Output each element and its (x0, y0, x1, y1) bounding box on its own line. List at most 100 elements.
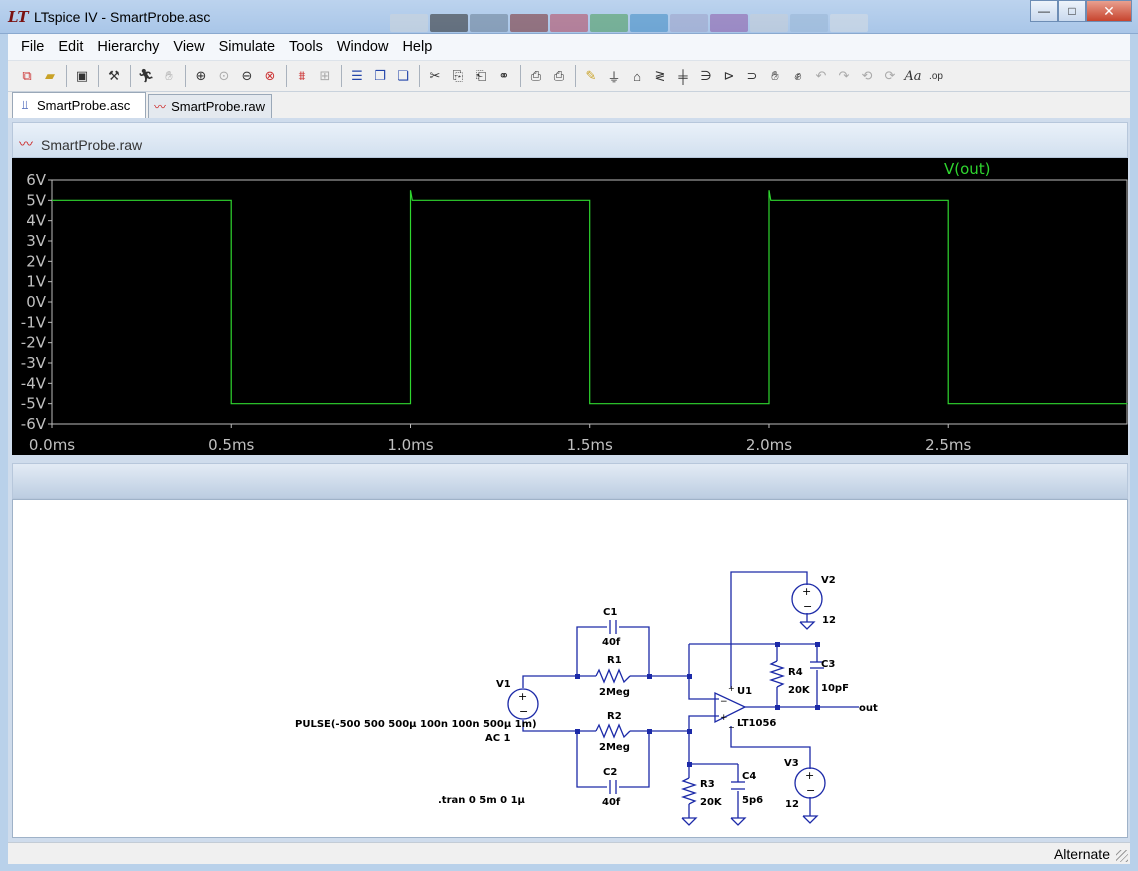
trace-label[interactable]: V(out) (944, 160, 991, 178)
print-setup-icon[interactable]: ⎙ (530, 68, 542, 83)
toolbar: ⧉ ▰ ▣ ⚒ 🏃︎ ✋︎ ⊕ ⊙ ⊖ ⊗ ⩩ ⊞ ☰ ❐ ❏ ✂ ⎘ ⎗ ⚭ … (8, 60, 1130, 92)
menu-file[interactable]: File (21, 39, 45, 55)
toolbar-separator (575, 65, 576, 87)
r1-value: 2Meg (599, 687, 630, 698)
control-panel-icon[interactable]: ⚒ (108, 68, 120, 83)
c4-name: C4 (742, 771, 756, 782)
schematic-svg[interactable]: +− +− +− −+ +− C1 40f R1 2Meg R2 2Meg C2… (13, 500, 1127, 837)
open-icon[interactable]: ▰ (45, 68, 55, 83)
menu-hierarchy[interactable]: Hierarchy (97, 39, 160, 55)
y-tick-label: 1V (26, 273, 47, 291)
menu-edit[interactable]: Edit (58, 39, 84, 55)
menu-tools[interactable]: Tools (289, 39, 323, 55)
tile-horizontal-icon[interactable]: ☰ (351, 68, 363, 83)
u1-model: LT1056 (737, 718, 776, 729)
run-icon[interactable]: 🏃︎ (137, 68, 155, 83)
svg-text:−: − (728, 723, 735, 732)
window-title: LTspice IV - SmartProbe.asc (34, 9, 211, 25)
component-icon[interactable]: ⊃ (746, 68, 758, 83)
mirror-icon[interactable]: ⟳ (884, 68, 896, 83)
c3-name: C3 (821, 659, 835, 670)
zoom-fit-icon[interactable]: ⊙ (218, 68, 230, 83)
menu-view[interactable]: View (173, 39, 205, 55)
x-tick-label: 1.5ms (567, 436, 613, 454)
spice-directive-icon[interactable]: .op (929, 70, 943, 82)
undo-icon[interactable]: ↶ (815, 68, 827, 83)
redo-icon[interactable]: ↷ (838, 68, 850, 83)
trace-v-out (52, 190, 1128, 405)
menu-window[interactable]: Window (336, 39, 389, 55)
y-tick-label: 2V (26, 252, 47, 270)
move-icon[interactable]: ✋︎ (771, 68, 779, 83)
r4-value: 20K (788, 685, 811, 696)
v1-spec: PULSE(-500 500 500µ 100n 100n 500µ 1m) (295, 719, 537, 730)
resize-grip-icon[interactable] (1116, 850, 1128, 862)
x-tick-label: 0.5ms (208, 436, 254, 454)
x-tick-label: 0.0ms (29, 436, 75, 454)
autorange-icon[interactable]: ⩩ (298, 68, 306, 83)
tab-label: SmartProbe.raw (171, 99, 265, 114)
label-net-icon[interactable]: ⌂ (633, 68, 641, 84)
svg-text:+: + (720, 713, 728, 723)
draw-wire-icon[interactable]: ✎ (585, 68, 597, 83)
u1-name: U1 (737, 686, 752, 697)
resistor-icon[interactable]: ≷ (654, 68, 666, 83)
print-icon[interactable]: ⎙ (553, 68, 565, 83)
ground-icon[interactable]: ⏚ (607, 69, 621, 85)
inductor-icon[interactable]: ∋ (700, 68, 712, 83)
svg-text:−: − (720, 697, 728, 707)
x-tick-label: 1.0ms (387, 436, 433, 454)
junction-dots (575, 642, 820, 767)
component-labels: C1 40f R1 2Meg R2 2Meg C2 40f V1 PULSE(-… (295, 575, 878, 810)
pane-splitter[interactable] (12, 463, 1128, 499)
save-icon[interactable]: ▣ (75, 68, 89, 83)
tab-schematic[interactable]: ⫫ SmartProbe.asc (12, 92, 146, 118)
menu-simulate[interactable]: Simulate (218, 39, 276, 55)
schematic-editor[interactable]: +− +− +− −+ +− C1 40f R1 2Meg R2 2Meg C2… (12, 499, 1128, 838)
find-icon[interactable]: ⚭ (498, 68, 510, 83)
zoom-cancel-icon[interactable]: ⊗ (264, 68, 276, 83)
c2-name: C2 (603, 767, 617, 778)
close-button[interactable]: ✕ (1086, 0, 1132, 22)
halt-icon[interactable]: ✋︎ (165, 68, 173, 83)
background-strip (390, 14, 990, 34)
toolbar-separator (66, 65, 67, 87)
copy-icon[interactable]: ⎘ (452, 68, 464, 83)
paste-icon[interactable]: ⎗ (475, 68, 487, 83)
r3-name: R3 (700, 779, 715, 790)
minimize-button[interactable]: — (1030, 0, 1058, 22)
r1-name: R1 (607, 655, 622, 666)
menu-help[interactable]: Help (402, 39, 433, 55)
toolbar-separator (341, 65, 342, 87)
close-all-icon[interactable]: ❏ (397, 68, 409, 83)
title-bar: LT LTspice IV - SmartProbe.asc — □ ✕ (0, 0, 1138, 34)
v2-value: 12 (822, 615, 836, 626)
y-tick-label: 6V (26, 171, 47, 189)
text-icon[interactable]: Aa (904, 68, 922, 84)
v1-name: V1 (496, 679, 511, 690)
zoom-out-icon[interactable]: ⊖ (241, 68, 253, 83)
r4-name: R4 (788, 667, 803, 678)
cut-icon[interactable]: ✂ (429, 68, 441, 83)
spice-directive: .tran 0 5m 0 1µ (438, 795, 526, 806)
y-tick-label: -6V (21, 415, 47, 433)
toolbar-separator (520, 65, 521, 87)
rotate-icon[interactable]: ⟲ (861, 68, 873, 83)
drag-icon[interactable]: ✊︎ (794, 68, 802, 83)
grid-icon[interactable]: ⊞ (319, 68, 331, 83)
c3-value: 10pF (821, 683, 849, 694)
diode-icon[interactable]: ⊳ (723, 68, 735, 83)
zoom-in-icon[interactable]: ⊕ (195, 68, 207, 83)
maximize-button[interactable]: □ (1058, 0, 1086, 22)
r3-value: 20K (700, 797, 723, 808)
c1-value: 40f (602, 637, 621, 648)
y-tick-label: -3V (21, 354, 47, 372)
cascade-icon[interactable]: ❐ (374, 68, 386, 83)
capacitor-icon[interactable]: ╪ (678, 68, 688, 84)
tab-waveform[interactable]: 〰 SmartProbe.raw (148, 94, 272, 118)
new-schematic-icon[interactable]: ⧉ (22, 68, 32, 83)
polarity-marks: +− +− +− −+ +− (518, 585, 815, 797)
document-tabs: ⫫ SmartProbe.asc 〰 SmartProbe.raw (8, 92, 1130, 118)
